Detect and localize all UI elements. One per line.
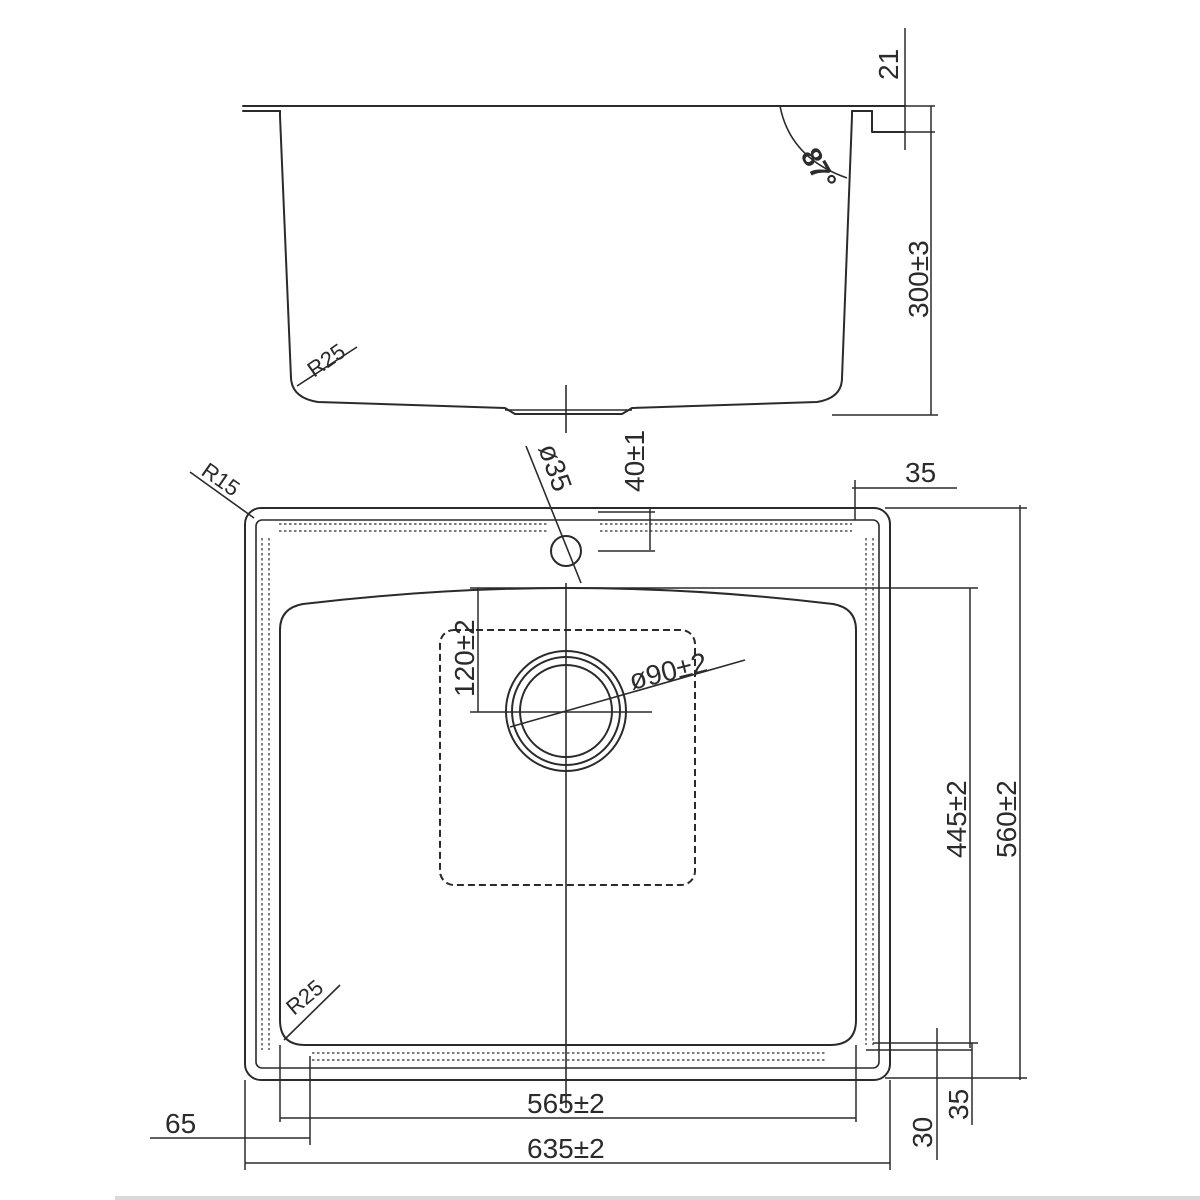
side-view: 87° R25 21 300±3: [242, 28, 938, 433]
bottom-offset-35-label: 35: [943, 1089, 974, 1120]
angle-arc: [779, 105, 848, 179]
bowl-radius-top-label: R25: [281, 975, 328, 1020]
left-offset-label: 65: [165, 1108, 196, 1139]
rim-offset-top-label: 35: [905, 457, 936, 488]
bowl-radius-top-leader: [283, 984, 341, 1041]
bowl-width-label: 565±2: [527, 1088, 605, 1119]
tap-hole: [550, 535, 582, 567]
top-view: ø35 ø90±2 40±1 35 R15 120±2 445±: [150, 430, 1027, 1170]
bowl-outline: [279, 587, 857, 1046]
depth-label: 300±3: [903, 240, 934, 318]
outer-frame: [244, 507, 891, 1081]
bowl-radius-side-label: R25: [303, 338, 350, 382]
drain-from-edge-label: 120±2: [449, 619, 480, 697]
drain-offset-label: 40±1: [619, 430, 650, 492]
rim-height-label: 21: [873, 49, 904, 80]
total-width-label: 635±2: [527, 1133, 605, 1164]
drain-diameter-label: ø90±2: [626, 647, 710, 696]
corner-radius-leader: [189, 471, 255, 519]
bowl-radius-side-leader: [296, 346, 358, 387]
bottom-offset-30-label: 30: [907, 1117, 938, 1148]
bowl-length-label: 445±2: [941, 780, 972, 858]
side-bowl-outline: [279, 110, 853, 415]
grid-area: [439, 629, 696, 886]
bottom-edge-bar: [115, 1196, 1200, 1200]
inner-rim: [255, 519, 880, 1069]
tap-hole-label: ø35: [532, 439, 578, 495]
total-length-label: 560±2: [991, 780, 1022, 858]
